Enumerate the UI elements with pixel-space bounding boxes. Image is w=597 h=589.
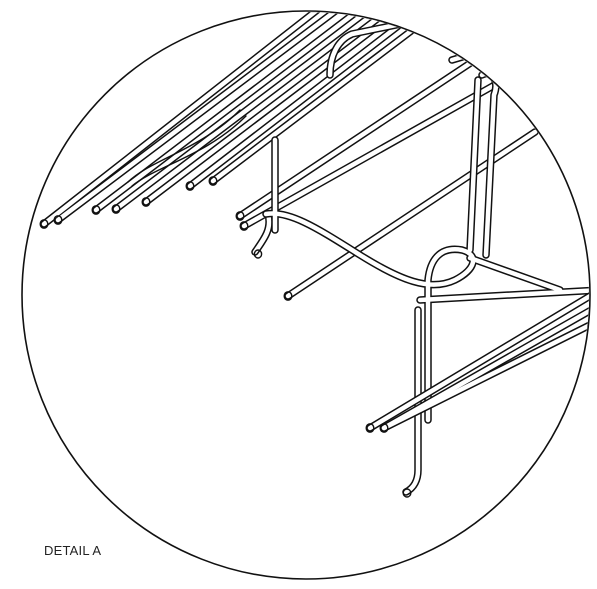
detail-caption: DETAIL A [44,543,102,558]
detail-circle [21,10,591,580]
lower-longitudinal-wires [365,286,589,433]
vertical-stirrups [262,70,589,498]
